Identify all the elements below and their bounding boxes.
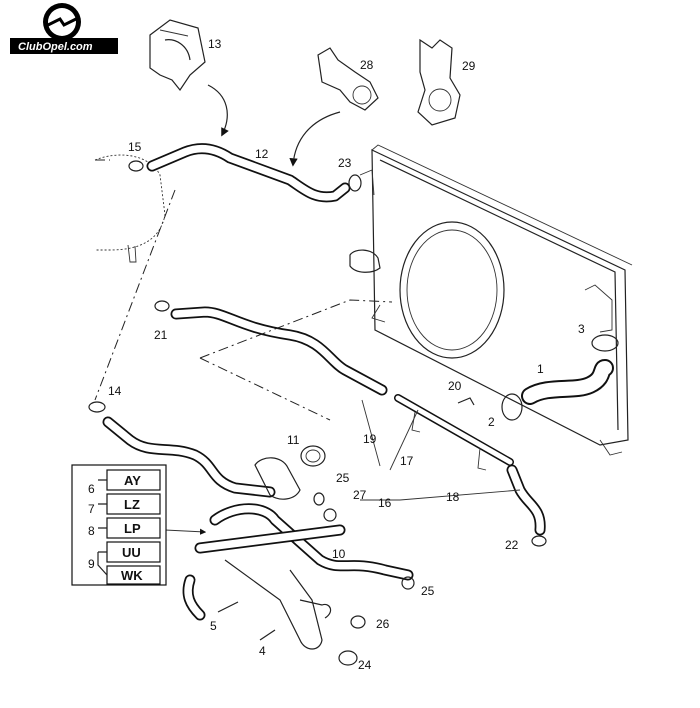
legend-code-lz: LZ — [124, 497, 140, 512]
clamp-29 — [417, 38, 461, 126]
part-label: 25 — [336, 471, 350, 485]
legend-code-ay: AY — [124, 473, 141, 488]
part-label: 29 — [462, 59, 476, 73]
legend-number-6: 6 — [88, 482, 95, 496]
pipe-17 — [394, 394, 514, 471]
part-label: 14 — [108, 384, 122, 398]
bolt-5 — [217, 601, 239, 613]
part-label: 4 — [259, 644, 266, 658]
ring-23 — [348, 174, 362, 192]
clamp-28 — [317, 47, 379, 111]
part-label: 28 — [360, 58, 374, 72]
legend-code-wk: WK — [121, 568, 143, 583]
bolt-20 — [457, 397, 475, 406]
hose-18 — [506, 464, 546, 536]
part-label: 17 — [400, 454, 414, 468]
legend-code-uu: UU — [122, 545, 141, 560]
part-label: 22 — [505, 538, 519, 552]
part-label: 5 — [210, 619, 217, 633]
clamp-25-bottom — [401, 576, 415, 590]
part-label: 18 — [446, 490, 460, 504]
clamp-13 — [149, 19, 206, 92]
hose-14 — [102, 416, 276, 498]
ring-27 — [323, 508, 337, 522]
part-label: 2 — [488, 415, 495, 429]
part-label: 25 — [421, 584, 435, 598]
pipe-assembly — [182, 503, 414, 650]
part-label: 19 — [363, 432, 377, 446]
legend-code-lp: LP — [124, 521, 141, 536]
legend-number-9: 9 — [88, 557, 95, 571]
clamp-15 — [128, 160, 144, 172]
clamp-22 — [531, 535, 547, 547]
part-label: 21 — [154, 328, 168, 342]
legend-number-8: 8 — [88, 524, 95, 538]
part-label: 10 — [332, 547, 346, 561]
hose-12 — [146, 143, 351, 203]
seal-11 — [300, 445, 326, 467]
stud-4 — [259, 629, 276, 641]
legend-number-7: 7 — [88, 502, 95, 516]
expansion-tank — [94, 154, 166, 263]
clamp-26 — [350, 615, 366, 629]
part-label: 26 — [376, 617, 390, 631]
part-label: 3 — [578, 322, 585, 336]
logo-text: ClubOpel.com — [18, 41, 93, 53]
connector-tee — [254, 457, 301, 500]
radiator — [349, 144, 633, 456]
hose-1 — [521, 359, 614, 405]
clubopel-logo: ClubOpel.com — [10, 3, 118, 54]
hose-21 — [170, 306, 388, 396]
part-label: 11 — [287, 433, 300, 447]
clamp-24 — [338, 650, 358, 666]
part-labels: 1 2 3 4 5 10 11 12 13 14 15 16 17 18 19 … — [108, 37, 585, 672]
part-label: 1 — [537, 362, 544, 376]
legend-box: AY LZ LP UU WK 6 7 8 9 — [71, 464, 167, 586]
part-label: 23 — [338, 156, 352, 170]
clamp-2 — [501, 393, 523, 421]
part-label: 12 — [255, 147, 269, 161]
part-label: 27 — [353, 488, 367, 502]
clamp-25-top — [313, 492, 325, 506]
clamp-14 — [88, 401, 106, 413]
part-label: 24 — [358, 658, 372, 672]
part-label: 20 — [448, 379, 462, 393]
part-label: 15 — [128, 140, 142, 154]
clamp-21 — [154, 300, 170, 312]
clamp-3 — [591, 334, 619, 352]
part-label: 16 — [378, 496, 392, 510]
part-label: 13 — [208, 37, 222, 51]
